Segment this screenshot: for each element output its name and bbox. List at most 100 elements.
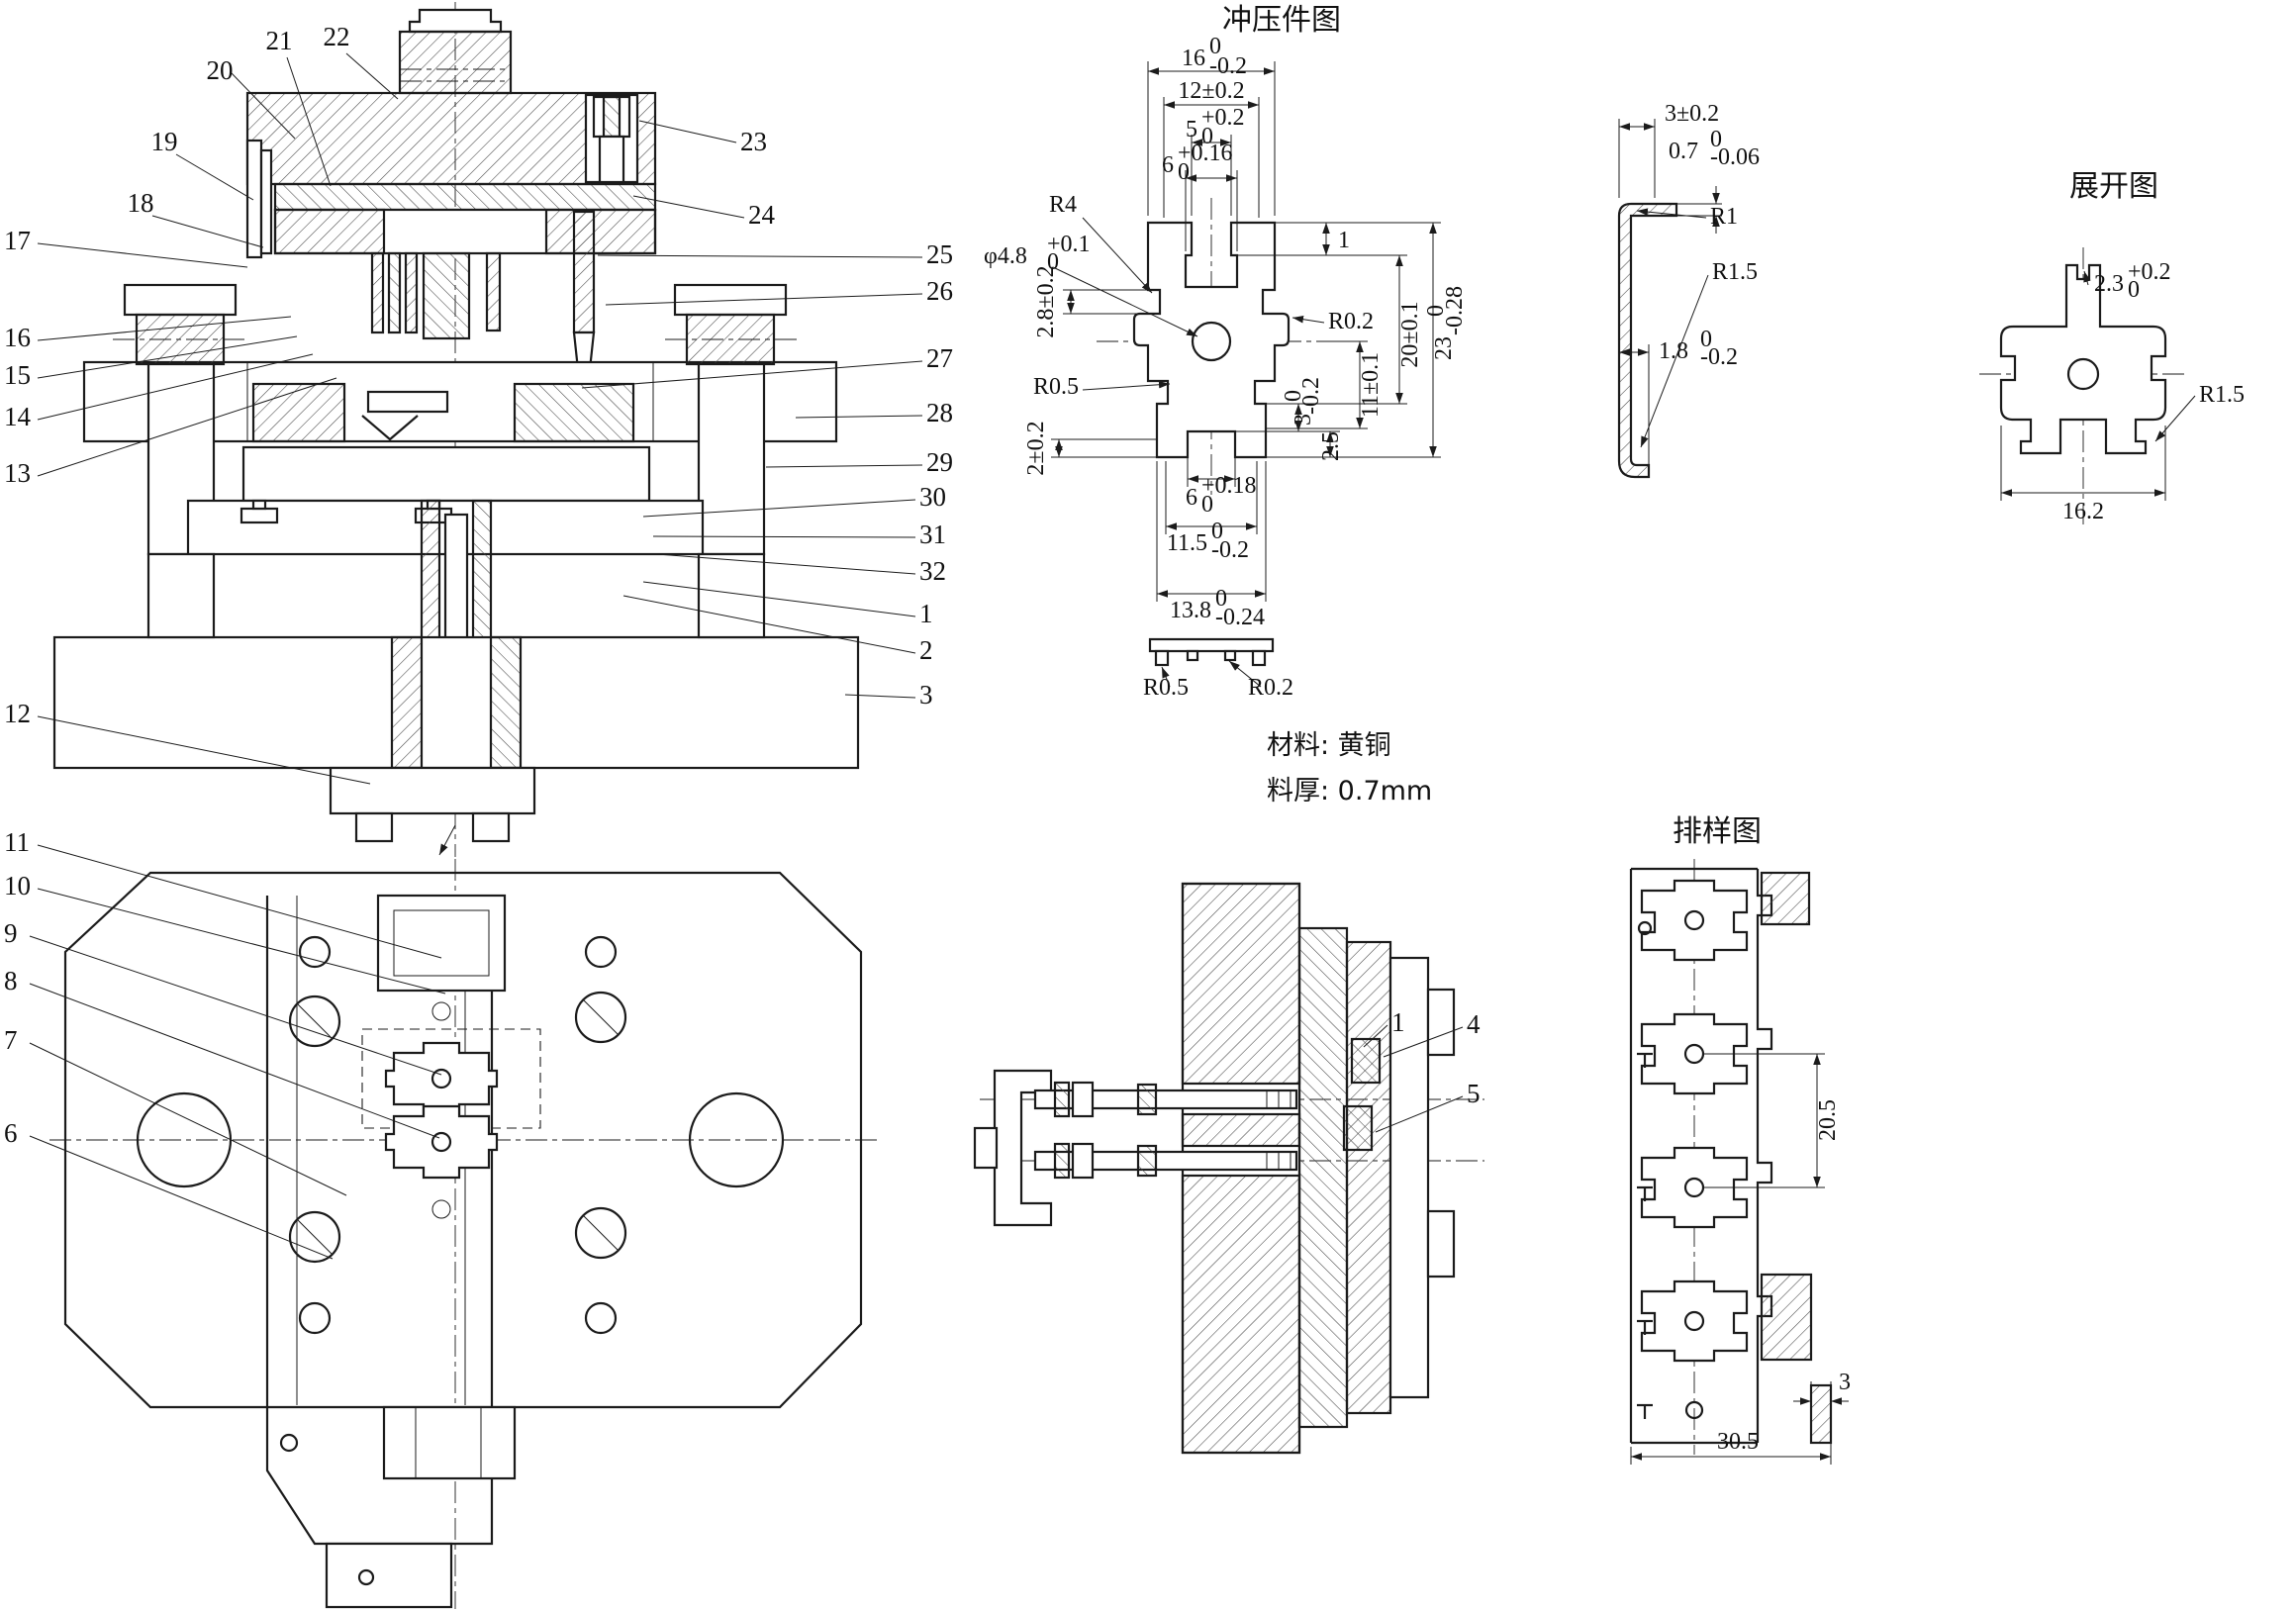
dim-5-upper: +0.2 bbox=[1201, 105, 1245, 131]
dim-2.5: 2.5 bbox=[1318, 431, 1344, 461]
part-drawing-title: 冲压件图 bbox=[1222, 3, 1341, 38]
callout-8-leader bbox=[29, 983, 440, 1139]
dim-R0.5-leader bbox=[1082, 380, 1171, 391]
layout-dim-20.5: 20.5 bbox=[1815, 1099, 1841, 1141]
callout-11: 11 bbox=[4, 827, 30, 857]
callout-3: 3 bbox=[919, 680, 933, 710]
dim-20: 20±0.1 bbox=[1397, 301, 1423, 367]
side-dim-0.7-upper: 0 bbox=[1710, 127, 1722, 152]
dim-R0.2: R0.2 bbox=[1328, 309, 1374, 334]
development-view bbox=[1979, 247, 2187, 524]
callout-22-leader bbox=[345, 52, 399, 100]
callout-32: 32 bbox=[919, 556, 946, 586]
callout-9: 9 bbox=[4, 918, 18, 948]
dim-R0.5-flat-leader bbox=[1161, 666, 1171, 688]
dim-2.8: 2.8±0.2 bbox=[1033, 265, 1059, 337]
callout-14: 14 bbox=[4, 402, 32, 431]
callout-4: 4 bbox=[1467, 1009, 1481, 1039]
screw-item-5 bbox=[1342, 1104, 1374, 1152]
dim-5: 5 bbox=[1186, 117, 1197, 142]
callout-28-leader bbox=[795, 415, 923, 419]
callout-12: 12 bbox=[4, 699, 31, 728]
dim-11.5-upper: 0 bbox=[1211, 519, 1223, 544]
guide-hole-right bbox=[688, 1091, 785, 1188]
dev-dim-2.3-upper: +0.2 bbox=[2128, 259, 2171, 285]
callout-12-leader bbox=[37, 715, 371, 785]
dim-dia4.8-lower: 0 bbox=[1047, 249, 1059, 275]
dim-R4: R4 bbox=[1049, 192, 1077, 218]
dev-dim-16.2: 16.2 bbox=[2062, 499, 2104, 524]
dim-3-lower: -0.2 bbox=[1298, 377, 1324, 415]
dim-11.5: 11.5 bbox=[1167, 530, 1207, 556]
callout-section-1-leader bbox=[1363, 1024, 1388, 1048]
callout-15-leader bbox=[37, 335, 298, 379]
callout-21-leader bbox=[286, 56, 332, 187]
dim-16-upper: 0 bbox=[1209, 34, 1221, 59]
layout-title: 排样图 bbox=[1673, 814, 1762, 849]
dim-R0.5: R0.5 bbox=[1033, 374, 1079, 400]
callout-7-leader bbox=[29, 1042, 347, 1196]
dim-23-lower: -0.28 bbox=[1442, 286, 1468, 335]
dim-13.8-lower: -0.24 bbox=[1215, 605, 1265, 630]
stamped-part-outline-2 bbox=[384, 1104, 499, 1180]
side-dim-1.8-upper: 0 bbox=[1700, 327, 1712, 352]
callout-section-1: 1 bbox=[1391, 1007, 1405, 1037]
callout-26-leader bbox=[605, 293, 923, 306]
callout-29-leader bbox=[765, 464, 923, 468]
callout-19-leader bbox=[175, 153, 254, 201]
side-dim-R1.5-leader bbox=[1640, 274, 1709, 448]
side-dim-1.8: 1.8 bbox=[1659, 338, 1688, 364]
dev-dim-2.3-lower: 0 bbox=[2128, 277, 2140, 303]
thickness-note: 料厚: 0.7mm bbox=[1267, 776, 1432, 806]
callout-2: 2 bbox=[919, 635, 933, 665]
dim-16-lower: -0.2 bbox=[1209, 53, 1247, 79]
dim-6-top-upper: +0.16 bbox=[1178, 141, 1233, 166]
feed-direction-arrow bbox=[438, 824, 456, 856]
dim-6-bottom-lower: 0 bbox=[1201, 492, 1213, 518]
callout-22: 22 bbox=[324, 22, 350, 51]
callout-15: 15 bbox=[4, 360, 31, 390]
callout-13-leader bbox=[37, 377, 337, 477]
callout-7: 7 bbox=[4, 1025, 18, 1055]
assembly-front-view bbox=[52, 2, 860, 857]
dim-dia4.8-leader bbox=[1052, 266, 1198, 337]
side-dim-3: 3±0.2 bbox=[1665, 101, 1719, 127]
die-section-view bbox=[973, 882, 1484, 1455]
callout-26: 26 bbox=[926, 276, 953, 306]
material-note: 材料: 黄铜 bbox=[1267, 730, 1391, 761]
callout-16: 16 bbox=[4, 323, 31, 352]
callout-29: 29 bbox=[926, 447, 953, 477]
callout-5-leader bbox=[1375, 1095, 1464, 1133]
side-dim-R1.5: R1.5 bbox=[1712, 259, 1758, 285]
callout-32-leader bbox=[656, 553, 916, 575]
dim-6-bottom: 6 bbox=[1186, 485, 1197, 511]
dim-23: 23 bbox=[1431, 336, 1457, 360]
callout-23: 23 bbox=[740, 127, 767, 156]
callout-30-leader bbox=[642, 499, 916, 518]
callout-6: 6 bbox=[4, 1118, 18, 1148]
dim-11: 11±0.1 bbox=[1358, 352, 1384, 418]
callout-20-leader bbox=[231, 72, 296, 140]
callout-10-leader bbox=[37, 888, 446, 995]
callout-27: 27 bbox=[926, 343, 953, 373]
callout-31: 31 bbox=[919, 520, 946, 549]
dim-23-upper: 0 bbox=[1423, 305, 1449, 317]
side-dim-1.8-lower: -0.2 bbox=[1700, 344, 1738, 370]
layout-dim-3: 3 bbox=[1839, 1370, 1851, 1395]
callout-13: 13 bbox=[4, 458, 31, 488]
assembly-plan-view bbox=[49, 859, 877, 1609]
stamped-part-view bbox=[1051, 61, 1441, 667]
callout-10: 10 bbox=[4, 871, 31, 900]
callout-17-leader bbox=[37, 242, 248, 268]
callout-21: 21 bbox=[266, 26, 293, 55]
dim-13.8-upper: 0 bbox=[1215, 586, 1227, 612]
callout-9-leader bbox=[29, 935, 442, 1076]
strip-layout-view bbox=[1629, 859, 1849, 1465]
callout-11-leader bbox=[37, 844, 442, 959]
callout-24-leader bbox=[632, 195, 745, 219]
callout-28: 28 bbox=[926, 398, 953, 427]
dim-13.8: 13.8 bbox=[1170, 598, 1211, 623]
dim-6-bottom-upper: +0.18 bbox=[1201, 473, 1257, 499]
